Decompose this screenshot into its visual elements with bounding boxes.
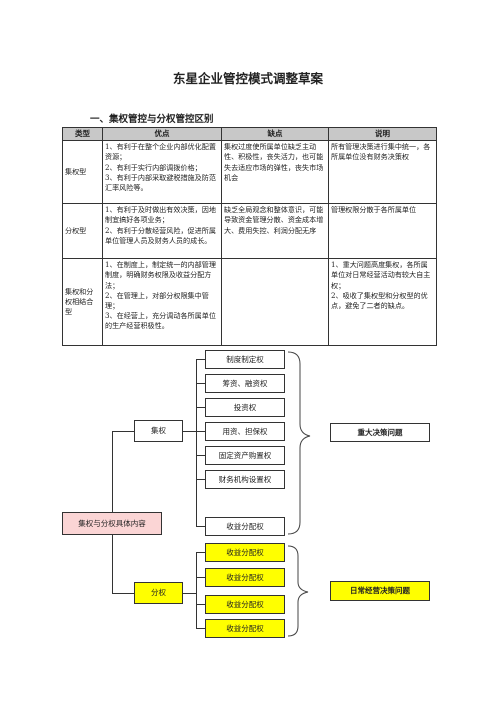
connector bbox=[196, 431, 205, 432]
connector bbox=[196, 577, 205, 578]
header-note: 说明 bbox=[328, 126, 437, 142]
centralized-item: 用资、担保权 bbox=[205, 422, 285, 441]
section-heading: 一、集权管控与分权管控区别 bbox=[90, 114, 214, 125]
centralized-item: 制度制定权 bbox=[205, 350, 285, 369]
decentralized-brace bbox=[287, 545, 309, 637]
daily-decision-box: 日常经营决策问题 bbox=[330, 581, 430, 601]
centralized-item: 财务机构设置权 bbox=[205, 470, 285, 489]
decentralized-item: 收益分配权 bbox=[205, 568, 285, 587]
centralized-item: 固定资产购置权 bbox=[205, 446, 285, 465]
connector bbox=[196, 359, 197, 526]
header-type: 类型 bbox=[62, 126, 103, 142]
connector bbox=[112, 593, 134, 594]
row-type: 集权和分权相结合型 bbox=[62, 258, 103, 347]
row-pros: 1、有利于在整个企业内部优化配置资源； 2、有利于实行内部调拨价格； 3、有利于… bbox=[102, 140, 222, 205]
table-row: 集权和分权相结合型 1、在制度上，制定统一的内部管理制度，明确财务权限及收益分配… bbox=[62, 258, 437, 347]
row-type: 集权型 bbox=[62, 140, 103, 205]
connector bbox=[112, 535, 113, 593]
table-row: 集权型 1、有利于在整个企业内部优化配置资源； 2、有利于实行内部调拨价格； 3… bbox=[62, 140, 437, 205]
connector bbox=[183, 431, 196, 432]
major-decision-box: 重大决策问题 bbox=[330, 423, 430, 442]
root-node: 集权与分权具体内容 bbox=[62, 512, 162, 535]
connector bbox=[112, 431, 134, 432]
centralized-brace bbox=[287, 351, 311, 535]
centralized-item: 投资权 bbox=[205, 398, 285, 417]
connector bbox=[196, 455, 205, 456]
centralized-item: 筹资、融资权 bbox=[205, 374, 285, 393]
decentralized-node: 分权 bbox=[134, 582, 183, 604]
table-header-row: 类型 优点 缺点 说明 bbox=[62, 126, 437, 142]
connector bbox=[112, 431, 113, 512]
row-note: 管理权限分散于各所属单位 bbox=[328, 203, 437, 260]
centralized-item: 收益分配权 bbox=[205, 517, 285, 536]
connector bbox=[196, 552, 197, 628]
row-pros: 1、在制度上，制定统一的内部管理制度，明确财务权限及收益分配方法； 2、在管理上… bbox=[102, 258, 222, 347]
document-title: 东星企业管控模式调整草案 bbox=[172, 71, 323, 86]
header-cons: 缺点 bbox=[221, 126, 329, 142]
row-cons: 集权过度使所属单位缺乏主动性、积极性，丧失活力，也可能失去适应市场的弹性，丧失市… bbox=[221, 140, 329, 205]
row-cons: 缺乏全局观念和整体意识，可能导致资金管理分散、资金成本增大、费用失控、利润分配无… bbox=[221, 203, 329, 260]
decentralized-item: 收益分配权 bbox=[205, 619, 285, 638]
table-row: 分权型 1、有利于及时做出有效决策，因地制宜搞好各项业务； 2、有利于分散经营风… bbox=[62, 203, 437, 260]
decentralized-item: 收益分配权 bbox=[205, 543, 285, 562]
row-type: 分权型 bbox=[62, 203, 103, 260]
connector bbox=[183, 593, 196, 594]
row-note: 1、重大问题高度集权，各所属单位对日常经营活动有较大自主权； 2、吸收了集权型和… bbox=[328, 258, 437, 347]
connector bbox=[196, 407, 205, 408]
connector bbox=[196, 604, 205, 605]
connector bbox=[196, 526, 205, 527]
connector bbox=[196, 359, 205, 360]
connector bbox=[196, 628, 205, 629]
centralized-node: 集权 bbox=[134, 420, 183, 442]
row-note: 所有管理决策进行集中统一，各所属单位没有财务决策权 bbox=[328, 140, 437, 205]
brace-group bbox=[287, 351, 311, 637]
connector bbox=[196, 552, 205, 553]
connector bbox=[196, 383, 205, 384]
header-pros: 优点 bbox=[102, 126, 222, 142]
row-cons bbox=[221, 258, 329, 347]
decentralized-item: 收益分配权 bbox=[205, 595, 285, 614]
comparison-table: 类型 优点 缺点 说明 集权型 1、有利于在整个企业内部优化配置资源； 2、有利… bbox=[62, 126, 437, 347]
row-pros: 1、有利于及时做出有效决策，因地制宜搞好各项业务； 2、有利于分散经营风险，促进… bbox=[102, 203, 222, 260]
connector bbox=[196, 479, 205, 480]
